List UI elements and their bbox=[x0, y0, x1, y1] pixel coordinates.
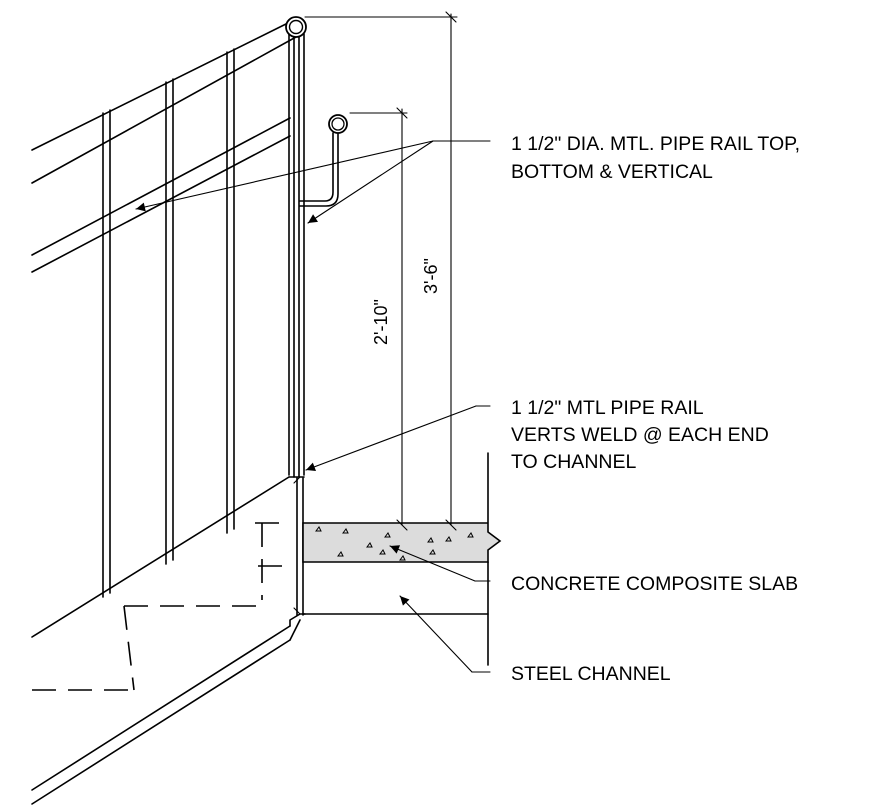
stringer bbox=[31, 476, 306, 805]
pipe-rail-label-line2: BOTTOM & VERTICAL bbox=[511, 161, 713, 183]
leader-channel bbox=[399, 595, 491, 673]
pipe-rail-label-line1: 1 1/2" DIA. MTL. PIPE RAIL TOP, bbox=[511, 133, 800, 155]
dimension-guardrail: 3'-6" bbox=[304, 11, 458, 531]
concrete-slab bbox=[302, 522, 502, 563]
channel-label: STEEL CHANNEL bbox=[511, 663, 671, 685]
top-rail bbox=[31, 21, 297, 184]
dimension-handrail-label: 2'-10" bbox=[371, 299, 391, 345]
callout-pipe-rail: 1 1/2" DIA. MTL. PIPE RAIL TOP, BOTTOM &… bbox=[511, 133, 800, 183]
handrail bbox=[299, 114, 348, 207]
leader-verts bbox=[305, 405, 491, 472]
steel-channel bbox=[302, 452, 489, 666]
slab-label: CONCRETE COMPOSITE SLAB bbox=[511, 573, 798, 595]
hidden-steps bbox=[32, 522, 294, 691]
edge-channel bbox=[293, 476, 304, 616]
top-rail-section bbox=[285, 16, 307, 38]
dimension-guardrail-label: 3'-6" bbox=[421, 258, 441, 294]
callout-verts: 1 1/2" MTL PIPE RAIL VERTS WELD @ EACH E… bbox=[511, 397, 769, 473]
verts-label-line2: VERTS WELD @ EACH END bbox=[511, 424, 769, 446]
leader-pipe-rail bbox=[135, 140, 491, 224]
balusters bbox=[102, 48, 235, 598]
verts-label-line1: 1 1/2" MTL PIPE RAIL bbox=[511, 397, 704, 419]
dimension-handrail: 2'-10" bbox=[349, 107, 408, 531]
leader-slab bbox=[389, 545, 491, 582]
end-post bbox=[288, 33, 305, 478]
bottom-rail bbox=[31, 117, 291, 273]
aggregate-marks bbox=[315, 526, 474, 561]
verts-label-line3: TO CHANNEL bbox=[511, 451, 636, 473]
